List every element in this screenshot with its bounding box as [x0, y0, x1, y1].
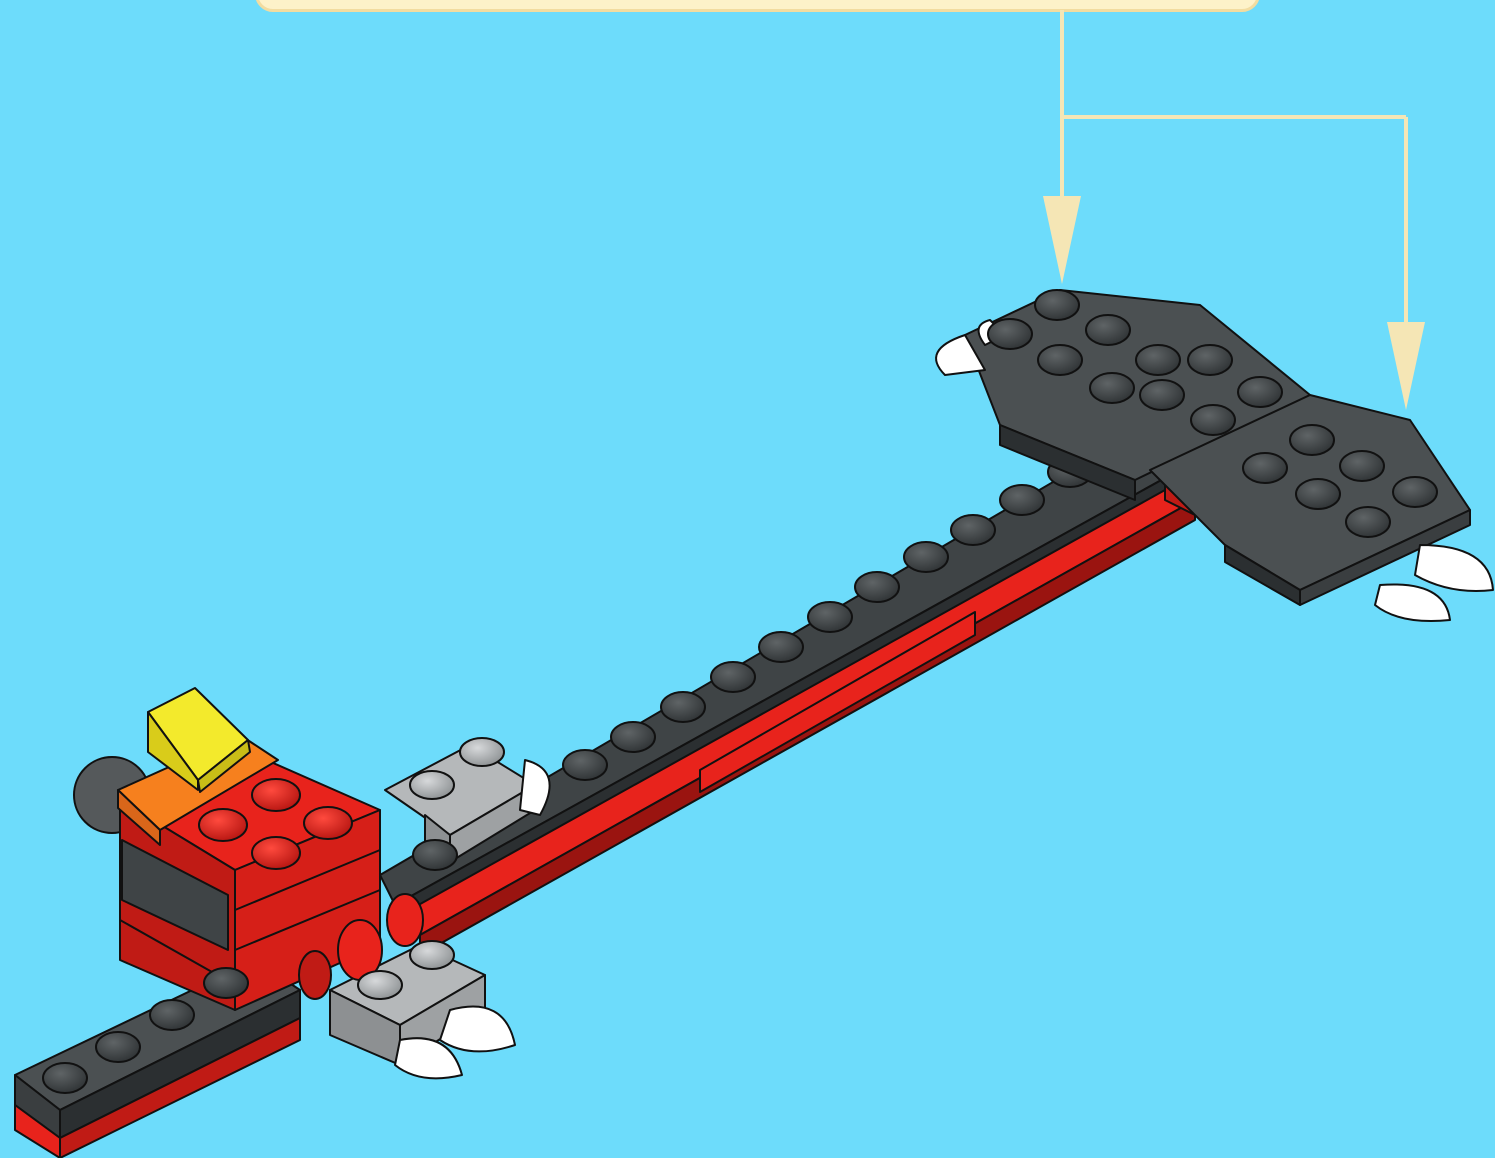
- arrow-down-icon: [1043, 196, 1081, 284]
- arrow-down-icon: [1387, 322, 1425, 410]
- cockpit-block: [74, 688, 380, 1010]
- boom-beam: [380, 440, 1195, 955]
